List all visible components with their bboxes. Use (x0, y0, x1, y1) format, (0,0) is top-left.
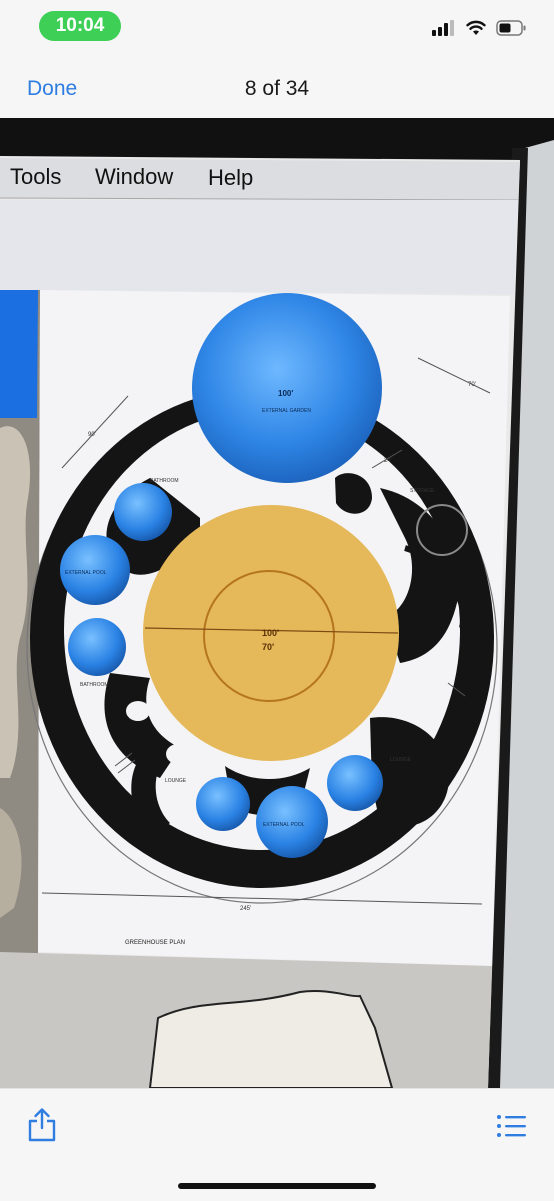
bottom-pool-label: EXTERNAL POOL (263, 822, 305, 828)
center-label-1: 100' (262, 628, 279, 638)
status-time: 10:04 (39, 11, 121, 41)
left-pool-label: EXTERNAL POOL (65, 570, 107, 576)
menu-item-window[interactable]: Window (95, 164, 173, 189)
center-label-2: 70' (262, 642, 274, 652)
menu-item-help[interactable]: Help (208, 165, 253, 190)
status-icons (432, 18, 526, 38)
status-bar: 10:04 (0, 0, 554, 52)
room-label-bathroom-left: BATHROOM (80, 682, 109, 688)
share-icon[interactable] (26, 1107, 58, 1143)
dim-left: 90' (88, 432, 96, 438)
dim-right: 70' (468, 382, 476, 388)
photo-position-label: 8 of 34 (244, 77, 310, 100)
dim-bottom: 245' (240, 906, 251, 912)
list-icon[interactable] (496, 1114, 526, 1138)
room-label-storage: STORAGE (410, 488, 435, 494)
room-label-lounge-1: LOUNGE (165, 778, 187, 784)
battery-icon (496, 20, 526, 36)
top-circle-sublabel: EXTERNAL GARDEN (262, 408, 311, 414)
room-label-bathroom-top: BATHROOM (150, 478, 179, 484)
photo-nav-bar: Done 8 of 34 (0, 52, 554, 118)
home-indicator[interactable] (178, 1183, 376, 1189)
menu-item-tools[interactable]: Tools (10, 164, 61, 189)
top-circle-label: 100' (278, 389, 293, 398)
signal-icon (432, 20, 454, 36)
done-button[interactable]: Done (27, 77, 78, 100)
room-label-lounge-2: LOUNGE (390, 757, 412, 763)
photo-image: Tools Window Help (0, 118, 554, 1088)
greenhouse-plan: 100' 70' 100' EXTERNAL GARDEN EXTERNAL P… (26, 293, 498, 946)
photo-bottom-toolbar (0, 1088, 554, 1201)
wifi-icon (466, 20, 486, 35)
plan-caption: GREENHOUSE PLAN (125, 940, 185, 946)
dim-small: 24' (384, 458, 392, 464)
photo-viewer[interactable]: Tools Window Help (0, 118, 554, 1088)
